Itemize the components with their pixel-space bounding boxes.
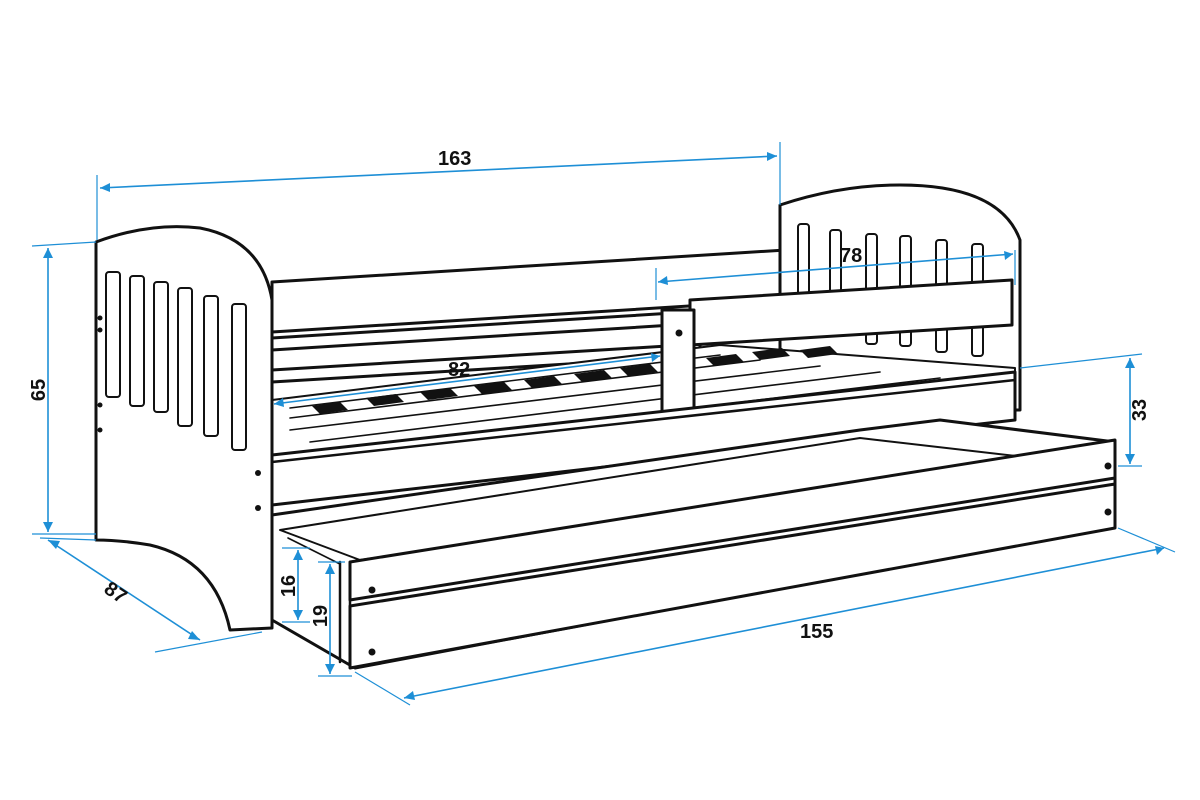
label-height: 65 — [28, 379, 50, 401]
label-mattress-opening: 82 — [448, 359, 470, 381]
left-headboard — [94, 225, 274, 632]
drawer — [270, 418, 1117, 670]
label-depth: 87 — [100, 578, 131, 609]
label-guard-length: 78 — [840, 245, 862, 267]
slats — [312, 346, 838, 414]
label-footboard-height: 33 — [1129, 399, 1151, 421]
label-total-length: 163 — [438, 148, 471, 170]
label-drawer-length: 155 — [800, 621, 833, 643]
left-headboard-slots — [105, 271, 247, 451]
label-drawer-inner-height: 16 — [278, 575, 300, 597]
label-drawer-height: 19 — [310, 605, 332, 627]
dimension-lines — [31, 142, 1176, 706]
